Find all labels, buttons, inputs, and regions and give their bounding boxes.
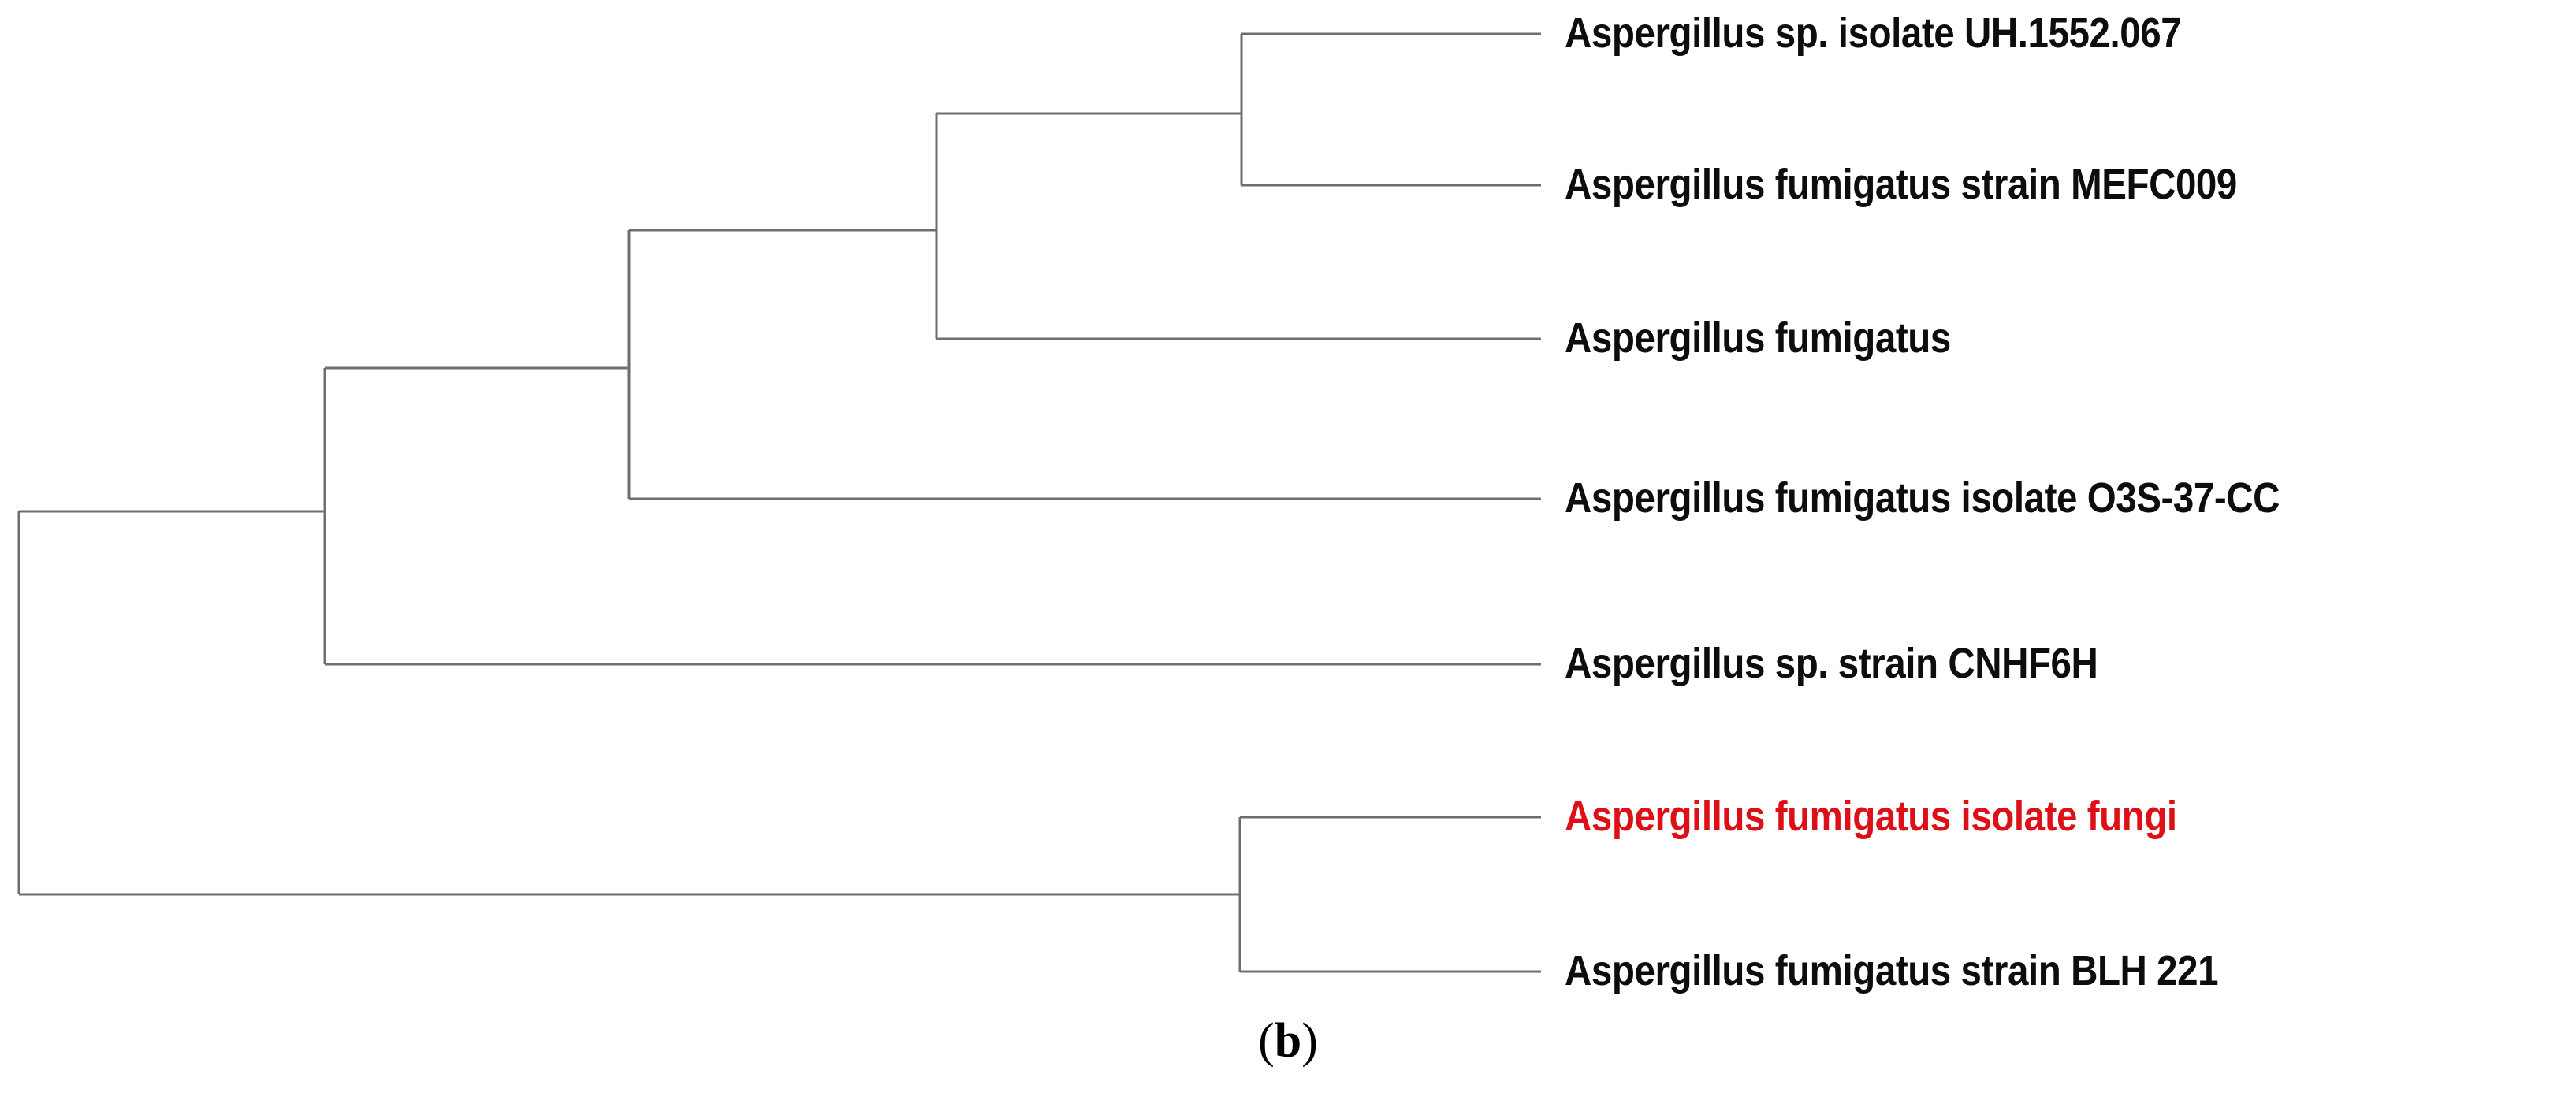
caption-close-paren: ) <box>1301 1014 1318 1068</box>
leaf-label-leaf5: Aspergillus sp. strain CNHF6H <box>1565 640 2098 687</box>
leaf-label-leaf1: Aspergillus sp. isolate UH.1552.067 <box>1565 9 2182 57</box>
leaf-label-leaf4: Aspergillus fumigatus isolate O3S-37-CC <box>1565 474 2280 522</box>
leaf-label-leaf3: Aspergillus fumigatus <box>1565 314 1951 362</box>
leaf-label-leaf2: Aspergillus fumigatus strain MEFC009 <box>1565 161 2237 208</box>
panel-caption: (b) <box>0 1016 2576 1065</box>
caption-open-paren: ( <box>1258 1014 1275 1068</box>
branch-group <box>17 32 1541 973</box>
caption-letter: b <box>1274 1014 1302 1068</box>
leaf-label-leaf7: Aspergillus fumigatus strain BLH 221 <box>1565 947 2219 994</box>
leaf-label-leaf6: Aspergillus fumigatus isolate fungi <box>1565 793 2177 840</box>
